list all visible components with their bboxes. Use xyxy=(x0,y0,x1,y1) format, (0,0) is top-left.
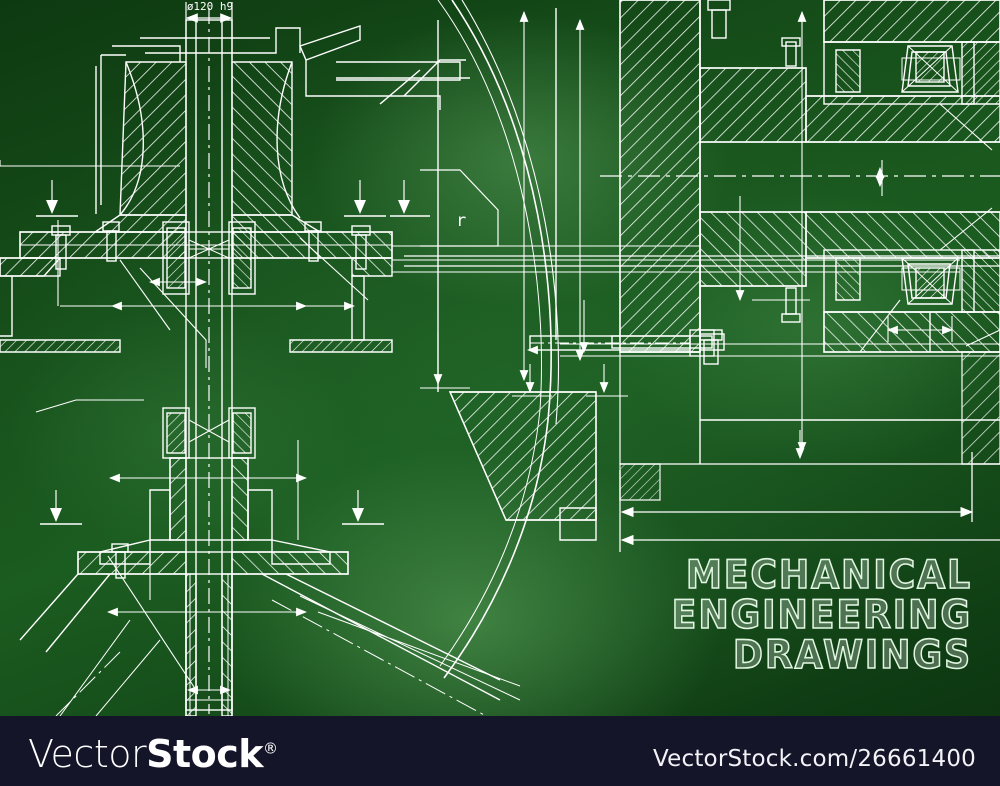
registered-trademark-icon: ® xyxy=(263,739,278,758)
blueprint-artwork: r xyxy=(0,0,1000,716)
surface-finish-symbols xyxy=(36,180,430,525)
watermark-footer: VectorStock® VectorStock.com/26661400 xyxy=(0,716,1000,786)
bolt-group-upper xyxy=(51,221,371,270)
bolt-detail-lower xyxy=(529,329,715,357)
radius-note: r xyxy=(456,211,466,231)
technical-drawing-svg: r xyxy=(0,0,1000,716)
leader-lines xyxy=(35,237,369,691)
logo-text-light: Vector xyxy=(28,732,147,776)
tapered-bearing-lower xyxy=(823,249,975,313)
title-line-1: MECHANICAL xyxy=(685,553,972,598)
title-line-2: ENGINEERING xyxy=(671,592,972,638)
vectorstock-url: VectorStock.com/26661400 xyxy=(653,746,976,772)
bearing-assembly-upper xyxy=(162,221,256,295)
title-line-3: DRAWINGS xyxy=(732,632,972,678)
dimension-lines-bottom xyxy=(619,452,1000,552)
logo-text-bold: Stock xyxy=(146,732,264,776)
dimension-lines-left xyxy=(57,220,356,701)
vectorstock-logo: VectorStock® xyxy=(28,732,278,776)
page-title: MECHANICAL ENGINEERING DRAWINGS xyxy=(412,553,972,678)
bolt-group-right xyxy=(611,0,801,365)
dimension-label-diameter: ø120 h9 xyxy=(186,0,234,13)
tapered-bearing-upper xyxy=(823,41,975,105)
